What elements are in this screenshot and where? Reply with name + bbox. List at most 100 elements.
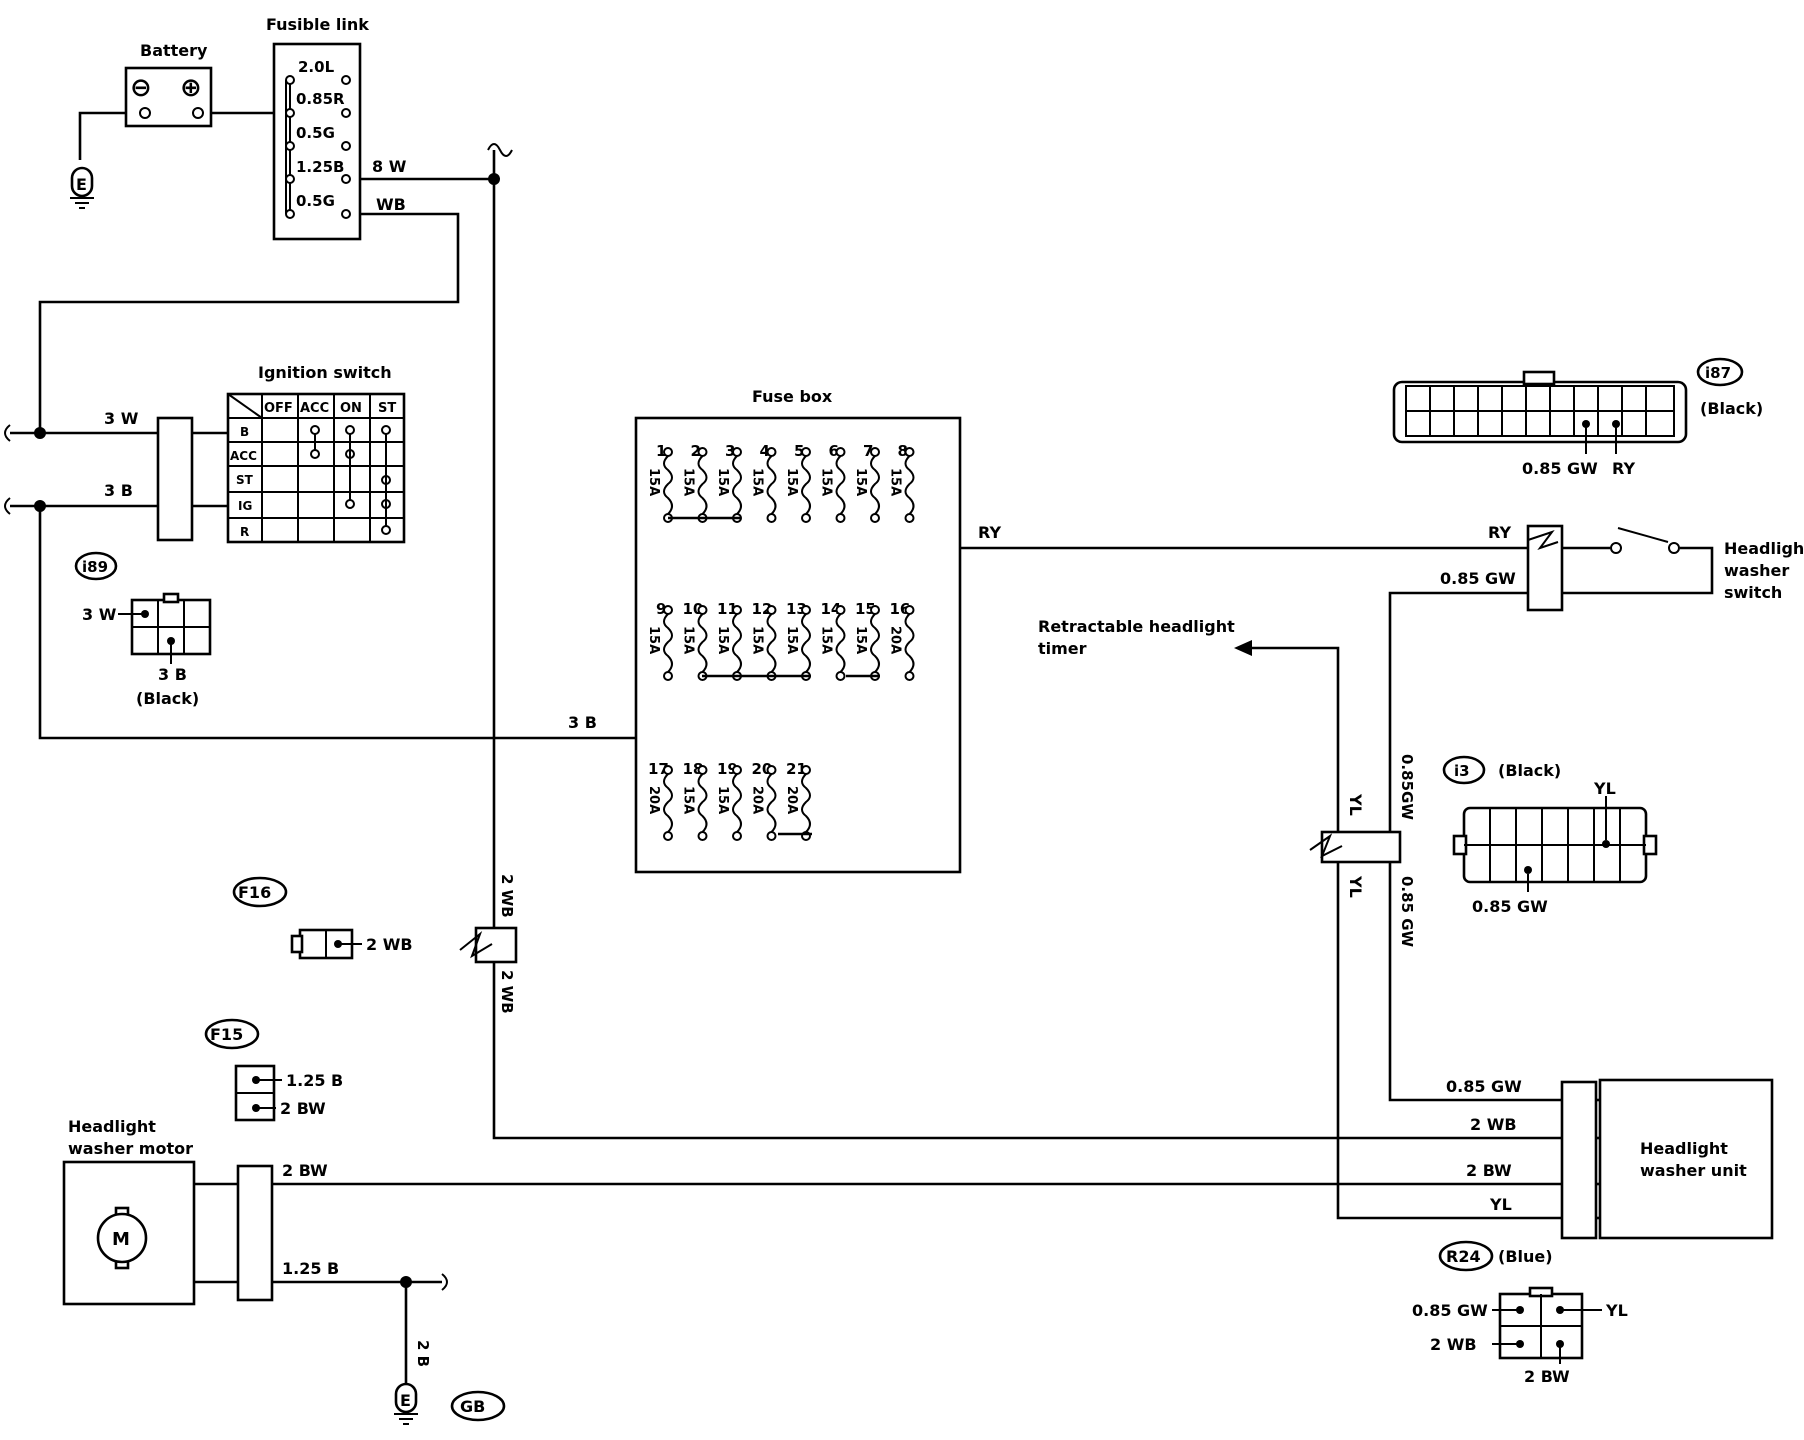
fuse-terminal-bottom-row3-0: [663, 831, 673, 841]
label-2wb-down: 2 WB: [498, 970, 516, 1014]
connector-i87: 0.85 GW RY i87 (Black): [1392, 357, 1763, 478]
headlight-washer-motor: Headlight washer motor M: [62, 1117, 274, 1306]
label-motor-125b: 1.25 B: [282, 1259, 339, 1278]
fuse-element-row2-3: [766, 613, 777, 673]
break-mark-top: [487, 143, 513, 157]
wire-break-marks: [4, 143, 513, 1291]
fuse-number-row2-0: 9: [656, 600, 666, 618]
washer-unit-label-2: washer unit: [1640, 1161, 1747, 1180]
i89-color: (Black): [136, 689, 199, 708]
i3-color: (Black): [1498, 761, 1561, 780]
i3-pin-b: [1524, 866, 1532, 874]
fuse-rating-row1-4: 15A: [784, 468, 799, 496]
ign-col-off: OFF: [264, 401, 293, 416]
washer-unit-connector: [1560, 1080, 1598, 1240]
fl-term-4: [285, 174, 295, 184]
label-ground-2b: 2 B: [414, 1340, 432, 1367]
washer-unit-box: [1598, 1078, 1774, 1240]
f15-pin-a-label: 1.25 B: [286, 1071, 343, 1090]
fuse-rating-row2-1: 15A: [681, 626, 696, 654]
i87-latch: [1522, 370, 1556, 386]
fuse-rating-row1-7: 15A: [888, 468, 903, 496]
i87-id-badge: [1696, 357, 1744, 387]
label-3w: 3 W: [104, 409, 139, 428]
fuse-terminal-top-row3-1: [697, 765, 708, 775]
2wb-break: [459, 930, 493, 959]
motor-symbol: [96, 1212, 148, 1264]
fuse-rating-row3-4: 20A: [784, 786, 799, 814]
i87-color: (Black): [1700, 399, 1763, 418]
label-yl-up: YL: [1346, 793, 1365, 816]
junction-3b: [34, 500, 46, 512]
fuse-box-label: Fuse box: [752, 387, 833, 406]
fuse-number-row1-5: 6: [829, 442, 839, 460]
junction-8w: [488, 173, 500, 185]
fuse-number-row2-6: 15: [855, 600, 876, 618]
i89-pin-3w-label: 3 W: [82, 605, 117, 624]
i87-grid: [1405, 385, 1675, 437]
fuse-terminal-top-row2-6: [870, 605, 880, 615]
fuse-link-1: 2.0L: [298, 58, 335, 76]
ignition-grid: [227, 393, 404, 542]
fuse-element-row2-4: [801, 613, 811, 673]
ground-lines: [70, 197, 94, 209]
fuse-box: Fuse box 115A215A315A415A515A615A715A815…: [634, 387, 962, 874]
fusible-link-label: Fusible link: [266, 15, 369, 34]
fuse-element-row1-1: [697, 455, 708, 515]
i3-id: i3: [1454, 762, 1470, 780]
label-unit-2wb: 2 WB: [1470, 1115, 1517, 1134]
r24-color: (Blue): [1498, 1247, 1553, 1266]
ignition-table: [226, 392, 406, 544]
break-mark-3w: [4, 424, 11, 442]
fuse-number-row3-1: 18: [683, 760, 704, 778]
fuse-terminal-top-row2-2: [732, 605, 742, 615]
ign-row-st: ST: [236, 473, 254, 487]
i89-latch: [162, 592, 180, 604]
i3-pin-a: [1602, 840, 1610, 848]
timer-arrow: [1234, 640, 1252, 656]
fuse-element-row2-6: [870, 613, 880, 673]
battery: Battery ⊖ ⊕: [124, 41, 213, 128]
fuse-number-row2-3: 12: [752, 600, 773, 618]
fl-term-2b: [341, 108, 351, 118]
fuse-terminal-bottom-row2-5: [835, 671, 846, 681]
i89-pin-3w: [141, 610, 149, 618]
timer-label-1: Retractable headlight: [1038, 617, 1235, 636]
fuse-terminal-bottom-row3-3: [766, 831, 777, 841]
label-unit-085gw: 0.85 GW: [1446, 1077, 1522, 1096]
washer-switch-label-3: switch: [1724, 583, 1782, 602]
fuse-rating-row1-1: 15A: [681, 468, 696, 496]
label-8w: 8 W: [372, 157, 407, 176]
inline-connector-2wb: [459, 926, 518, 964]
label-ry-switch: RY: [1488, 523, 1511, 542]
f16-id-badge: [232, 876, 288, 908]
ignition-contacts: [310, 425, 391, 535]
fuse-rows: 115A215A315A415A515A615A715A815A915A1015…: [646, 442, 915, 841]
fuse-terminal-top-row3-2: [732, 765, 742, 775]
ignition-connector-block: [156, 416, 194, 542]
fuse-terminal-top-row3-0: [663, 765, 673, 775]
gb-id-badge: [450, 1390, 506, 1422]
fuse-terminal-top-row1-2: [732, 447, 742, 457]
wire-yl: [1248, 646, 1562, 1220]
fuse-number-row3-3: 20: [752, 760, 773, 778]
fuse-rating-row2-4: 15A: [784, 626, 799, 654]
fuse-number-row3-4: 21: [786, 760, 807, 778]
fuse-number-row2-2: 11: [717, 600, 738, 618]
fuse-element-row2-1: [697, 613, 708, 673]
fuse-terminal-top-row2-1: [697, 605, 708, 615]
washer-switch-connector-break: [1527, 530, 1559, 550]
i89-id: i89: [82, 558, 108, 576]
fuse-terminal-bottom-row1-3: [766, 513, 777, 523]
i87-pin-b-label: RY: [1612, 459, 1635, 478]
fuse-rating-row2-7: 20A: [888, 626, 903, 654]
headlight-washer-unit: Headlight washer unit: [1560, 1078, 1774, 1240]
switch-contact-b: [1668, 542, 1680, 554]
ign-row-ig: IG: [238, 499, 252, 513]
fuse-number-row1-0: 1: [656, 442, 666, 460]
washer-unit-label-1: Headlight: [1640, 1139, 1728, 1158]
ign-col-st: ST: [378, 401, 396, 416]
fuse-terminal-top-row1-0: [663, 447, 673, 457]
fuse-rating-row3-3: 20A: [750, 786, 765, 814]
